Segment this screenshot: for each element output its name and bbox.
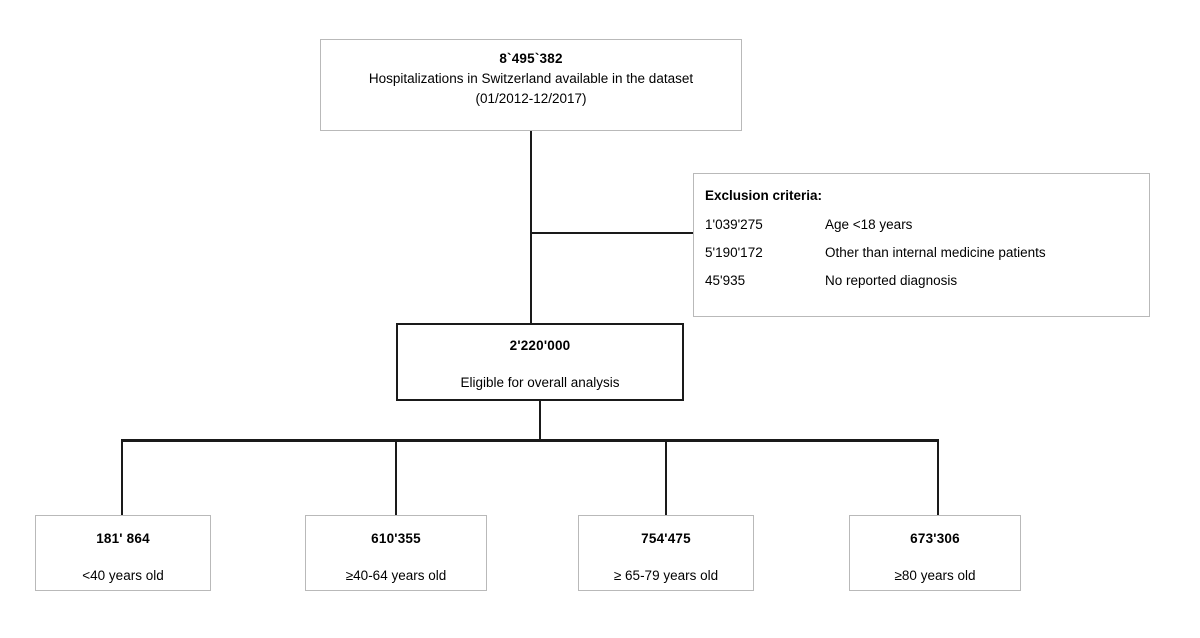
exclusion-count: 5'190'172: [705, 245, 763, 260]
eligible-population-box: 2'220'000 Eligible for overall analysis: [396, 323, 684, 401]
exclusion-label: Other than internal medicine patients: [825, 245, 1046, 260]
age-group-label: <40 years old: [82, 567, 164, 583]
exclusion-count: 1'039'275: [705, 217, 763, 232]
source-description: Hospitalizations in Switzerland availabl…: [368, 70, 694, 86]
connector-drop-age-0: [121, 439, 123, 515]
exclusion-criteria-box: Exclusion criteria: 1'039'275 Age <18 ye…: [693, 173, 1150, 317]
connector-eligible-to-distribution: [539, 401, 541, 440]
age-group-box-40-64: 610'355 ≥40-64 years old: [305, 515, 487, 591]
exclusion-label: No reported diagnosis: [825, 273, 958, 288]
exclusion-row: 1'039'275 Age <18 years: [705, 217, 1149, 232]
age-group-box-under-40: 181' 864 <40 years old: [35, 515, 211, 591]
age-group-count: 673'306: [910, 531, 960, 546]
connector-drop-age-1: [395, 439, 397, 515]
eligible-count: 2'220'000: [509, 338, 571, 353]
eligible-description: Eligible for overall analysis: [460, 374, 620, 390]
age-group-count: 754'475: [641, 531, 691, 546]
connector-drop-age-2: [665, 439, 667, 515]
age-group-box-80-plus: 673'306 ≥80 years old: [849, 515, 1021, 591]
age-group-count: 610'355: [371, 531, 421, 546]
connector-distribution-bar: [121, 439, 939, 442]
source-period: (01/2012-12/2017): [475, 90, 587, 106]
exclusion-label: Age <18 years: [825, 217, 913, 232]
exclusion-count: 45'935: [705, 273, 746, 288]
connector-trunk-source-to-eligible: [530, 131, 532, 323]
connector-branch-to-exclusion: [530, 232, 694, 234]
source-population-box: 8`495`382 Hospitalizations in Switzerlan…: [320, 39, 742, 131]
age-group-box-65-79: 754'475 ≥ 65-79 years old: [578, 515, 754, 591]
age-group-label: ≥80 years old: [894, 567, 976, 583]
age-group-count: 181' 864: [96, 531, 150, 546]
exclusion-title: Exclusion criteria:: [705, 188, 823, 203]
source-count: 8`495`382: [499, 51, 563, 66]
age-group-label: ≥40-64 years old: [345, 567, 447, 583]
connector-drop-age-3: [937, 439, 939, 515]
exclusion-row: 45'935 No reported diagnosis: [705, 273, 1149, 288]
exclusion-row: 5'190'172 Other than internal medicine p…: [705, 245, 1149, 260]
age-group-label: ≥ 65-79 years old: [613, 567, 719, 583]
